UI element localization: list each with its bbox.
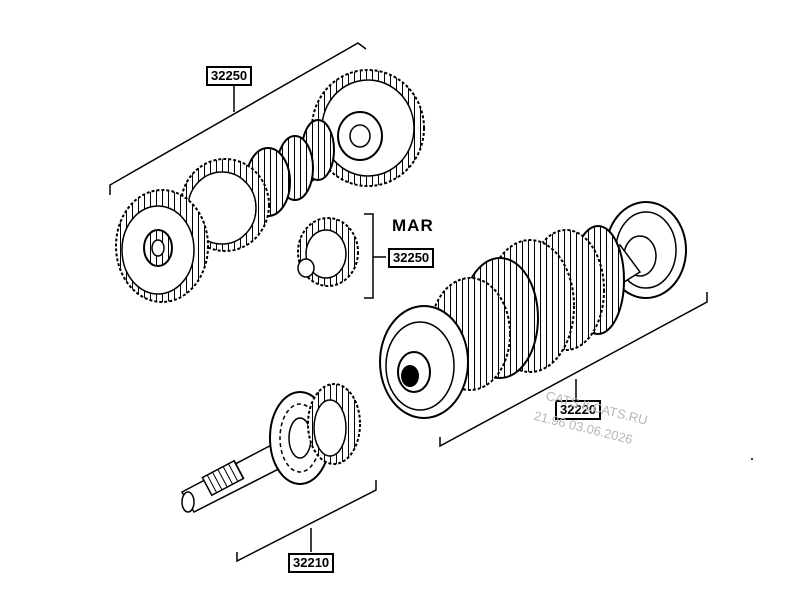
part-label-upper-left[interactable]: 32250 bbox=[206, 66, 253, 86]
stray-mark bbox=[751, 458, 753, 460]
part-label-input-shaft[interactable]: 32210 bbox=[288, 553, 335, 573]
bracket-input-shaft bbox=[236, 480, 377, 563]
bracket-countershaft bbox=[439, 292, 708, 448]
countershaft-gear-cluster bbox=[379, 201, 687, 419]
upper-left-shaft-assembly bbox=[115, 69, 425, 303]
part-label-countershaft[interactable]: 32220 bbox=[555, 400, 602, 420]
part-label-reverse-gear[interactable]: 32250 bbox=[388, 248, 435, 268]
bracket-reverse-gear bbox=[364, 213, 386, 299]
reverse-idler-gear bbox=[297, 217, 359, 287]
reverse-tag: MAR bbox=[392, 216, 434, 235]
input-shaft-assembly bbox=[180, 383, 361, 513]
